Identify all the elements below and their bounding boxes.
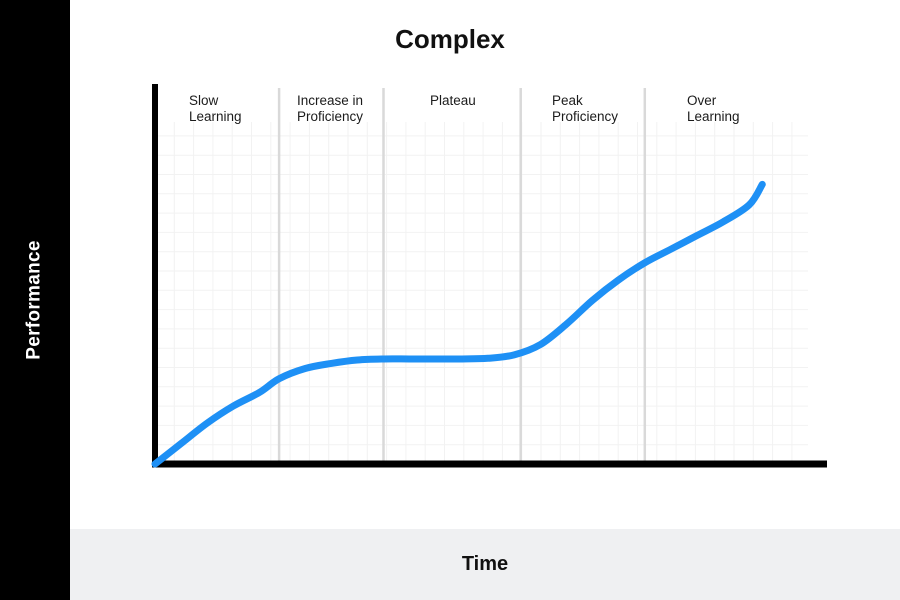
page-title: Complex	[395, 24, 505, 54]
phase-label-peak-proficiency: Peak Proficiency	[552, 93, 619, 124]
phase-label-slow-learning: Slow Learning	[189, 93, 242, 124]
x-axis-band	[70, 529, 900, 600]
x-axis-title: Time	[461, 553, 509, 575]
y-axis-band	[0, 0, 70, 600]
learning-curve-line	[151, 180, 766, 468]
grid-lines	[155, 122, 808, 464]
phase-separator-lines	[277, 88, 647, 464]
phase-label-over-learning: Over Learning	[687, 93, 740, 124]
phase-label-plateau: Plateau	[430, 93, 476, 108]
phase-label-increase-in-proficiency: Increase in Proficiency	[297, 93, 364, 124]
